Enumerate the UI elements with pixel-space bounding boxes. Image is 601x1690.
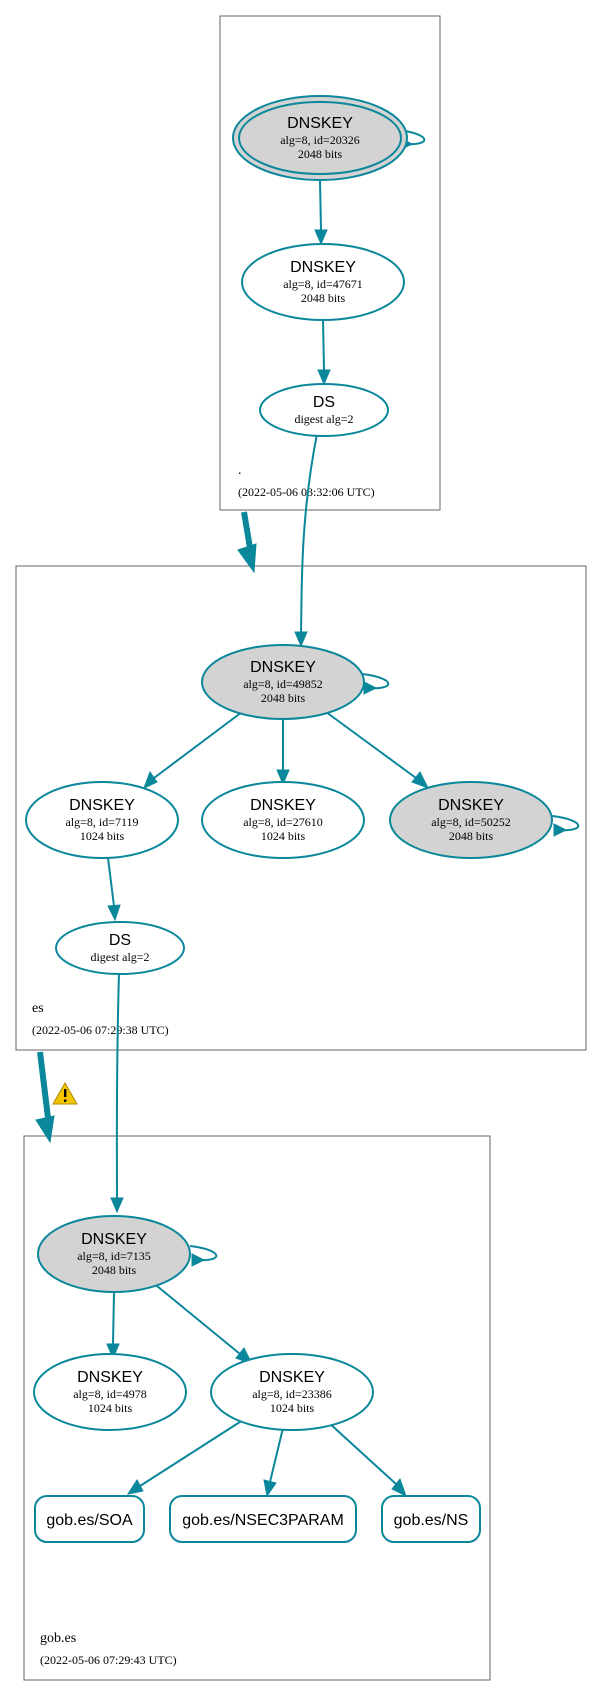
node-gob-zsk1-line2: 1024 bits xyxy=(88,1401,133,1415)
edge-root-ksk-zsk xyxy=(319,179,322,231)
edge-es-ksk-zsk1-arrowhead xyxy=(143,770,158,789)
delegation-es-gob-arrowhead xyxy=(35,1115,55,1144)
node-root-zsk-type: DNSKEY xyxy=(290,259,356,276)
node-es-zsk2-line2: 1024 bits xyxy=(261,829,306,843)
edge-es-ksk-zsk2-arrowhead xyxy=(276,769,290,786)
edge-gob-ksk-self-arrowhead xyxy=(191,1253,206,1267)
node-es-ksk[interactable]: DNSKEY alg=8, id=49852 2048 bits xyxy=(201,644,365,720)
delegation-es-gob-edge xyxy=(37,1051,51,1119)
node-es-ds[interactable]: DS digest alg=2 xyxy=(55,921,185,975)
edge-gob-zsk2-ns xyxy=(327,1421,397,1485)
edge-root-ds-es-ksk-arrowhead xyxy=(294,631,308,648)
node-es-ksk-line2: 2048 bits xyxy=(261,691,306,705)
node-root-ds-line1: digest alg=2 xyxy=(294,412,353,426)
edge-es-ksk2-self-arrowhead xyxy=(553,823,568,837)
node-gob-zsk-4978[interactable]: DNSKEY alg=8, id=4978 1024 bits xyxy=(33,1353,187,1431)
node-es-ksk-type: DNSKEY xyxy=(250,659,316,676)
edge-gob-ksk-zsk2 xyxy=(156,1285,241,1355)
edge-gob-ksk-zsk1-arrowhead xyxy=(106,1343,120,1360)
node-root-ksk-type: DNSKEY xyxy=(287,115,353,132)
node-es-ksk2-line2: 2048 bits xyxy=(449,829,494,843)
edge-root-zsk-ds-arrowhead xyxy=(317,369,331,386)
node-es-ds-type: DS xyxy=(109,932,131,949)
rrset-gob-nsec3param-label: gob.es/NSEC3PARAM xyxy=(182,1512,344,1529)
rrset-gob-ns-label: gob.es/NS xyxy=(394,1512,469,1529)
node-es-zsk-27610[interactable]: DNSKEY alg=8, id=27610 1024 bits xyxy=(201,781,365,859)
edge-gob-zsk2-nsec3-arrowhead xyxy=(263,1479,277,1498)
node-gob-zsk2-line2: 1024 bits xyxy=(270,1401,315,1415)
warning-icon[interactable] xyxy=(52,1081,78,1105)
node-gob-ksk-line1: alg=8, id=7135 xyxy=(77,1249,151,1263)
node-es-zsk2-line1: alg=8, id=27610 xyxy=(243,815,323,829)
edge-gob-ksk-zsk1 xyxy=(112,1291,115,1345)
delegation-root-es-edge xyxy=(241,511,253,549)
node-root-ksk-line2: 2048 bits xyxy=(298,147,343,161)
edge-es-ksk-zsk1 xyxy=(153,711,243,779)
node-es-ksk2-line1: alg=8, id=50252 xyxy=(431,815,511,829)
edge-gob-zsk2-soa-arrowhead xyxy=(126,1479,144,1495)
edge-es-ds-gob-ksk xyxy=(115,971,120,1199)
node-gob-ksk-type: DNSKEY xyxy=(81,1231,147,1248)
node-root-ds-type: DS xyxy=(313,394,335,411)
edge-es-ksk-ksk2 xyxy=(325,711,417,779)
node-root-ds[interactable]: DS digest alg=2 xyxy=(259,383,389,437)
node-gob-zsk2-type: DNSKEY xyxy=(259,1369,325,1386)
rrset-gob-ns[interactable]: gob.es/NS xyxy=(381,1495,481,1543)
node-es-ds-line1: digest alg=2 xyxy=(90,950,149,964)
edge-es-zsk1-ds-arrowhead xyxy=(107,904,121,922)
delegation-root-es-arrowhead xyxy=(237,543,257,574)
edge-es-ds-gob-ksk-arrowhead xyxy=(110,1197,124,1214)
edge-gob-zsk2-soa xyxy=(139,1419,244,1487)
zone-gob-name: gob.es xyxy=(40,1631,76,1646)
node-gob-zsk1-line1: alg=8, id=4978 xyxy=(73,1387,147,1401)
rrset-gob-soa[interactable]: gob.es/SOA xyxy=(34,1495,145,1543)
edge-es-ksk-ksk2-arrowhead xyxy=(411,771,430,789)
rrset-gob-soa-label: gob.es/SOA xyxy=(46,1512,133,1529)
node-es-zsk1-line1: alg=8, id=7119 xyxy=(65,815,138,829)
node-gob-zsk2-line1: alg=8, id=23386 xyxy=(252,1387,332,1401)
node-root-zsk-line1: alg=8, id=47671 xyxy=(283,277,363,291)
edge-root-zsk-ds xyxy=(322,319,325,371)
node-es-zsk2-type: DNSKEY xyxy=(250,797,316,814)
node-es-zsk1-type: DNSKEY xyxy=(69,797,135,814)
node-gob-zsk-23386[interactable]: DNSKEY alg=8, id=23386 1024 bits xyxy=(210,1353,374,1431)
node-gob-ksk-line2: 2048 bits xyxy=(92,1263,137,1277)
node-root-zsk[interactable]: DNSKEY alg=8, id=47671 2048 bits xyxy=(241,243,405,321)
node-gob-ksk[interactable]: DNSKEY alg=8, id=7135 2048 bits xyxy=(37,1215,191,1293)
node-gob-zsk1-type: DNSKEY xyxy=(77,1369,143,1386)
rrset-gob-nsec3param[interactable]: gob.es/NSEC3PARAM xyxy=(169,1495,357,1543)
node-es-ksk-50252[interactable]: DNSKEY alg=8, id=50252 2048 bits xyxy=(389,781,553,859)
zone-es-date: (2022-05-06 07:29:38 UTC) xyxy=(32,1023,169,1037)
edge-es-zsk1-ds xyxy=(107,857,115,907)
edge-gob-zsk2-ns-arrowhead xyxy=(391,1477,407,1498)
zone-root-date: (2022-05-06 03:32:06 UTC) xyxy=(238,485,375,499)
zone-gob-box xyxy=(23,1135,491,1681)
node-root-ksk-line1: alg=8, id=20326 xyxy=(280,133,360,147)
node-es-ksk-line1: alg=8, id=49852 xyxy=(243,677,323,691)
zone-root-box xyxy=(219,15,441,511)
node-es-zsk1-line2: 1024 bits xyxy=(80,829,125,843)
zone-es-box xyxy=(15,565,587,1051)
edge-es-ksk-self-arrowhead xyxy=(363,681,378,695)
edge-gob-zsk2-nsec3 xyxy=(269,1427,284,1483)
edge-root-ksk-zsk-arrowhead xyxy=(314,229,328,246)
zone-es-name: es xyxy=(32,1001,44,1016)
edge-root-ds-es-ksk xyxy=(300,433,318,633)
node-es-ksk2-type: DNSKEY xyxy=(438,797,504,814)
node-root-zsk-line2: 2048 bits xyxy=(301,291,346,305)
zone-root-name: . xyxy=(238,463,242,478)
node-root-ksk[interactable]: DNSKEY alg=8, id=20326 2048 bits xyxy=(232,95,408,181)
node-es-zsk-7119[interactable]: DNSKEY alg=8, id=7119 1024 bits xyxy=(25,781,179,859)
zone-gob-date: (2022-05-06 07:29:43 UTC) xyxy=(40,1653,177,1667)
